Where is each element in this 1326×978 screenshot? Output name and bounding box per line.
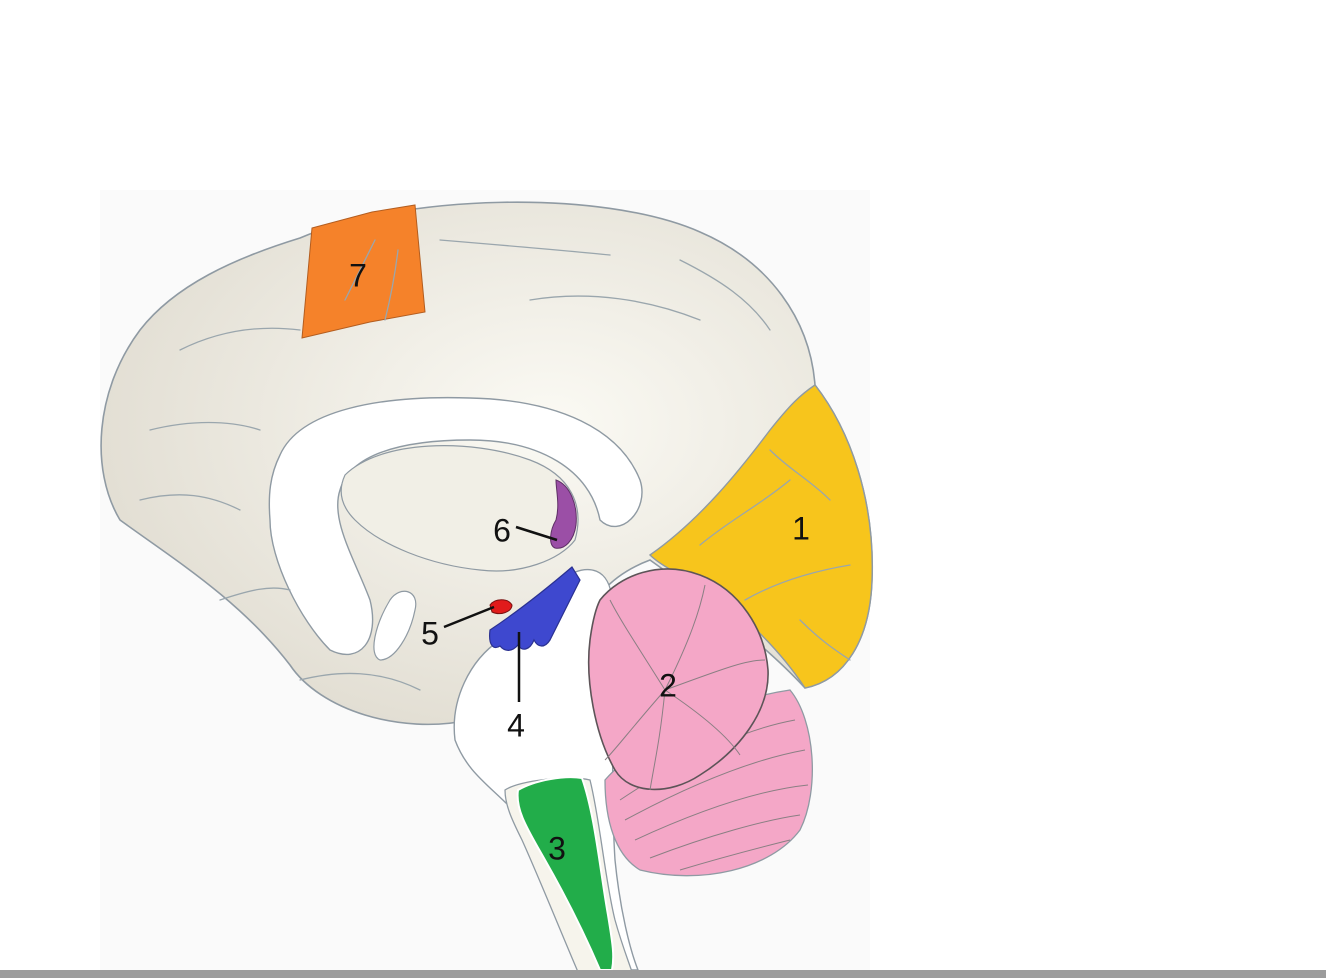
region-1-sulci [699, 449, 851, 661]
label-region-1: 1 [792, 510, 810, 546]
label-region-4: 4 [507, 707, 525, 743]
label-region-7: 7 [349, 257, 367, 293]
bottom-scroll-bar [0, 970, 1326, 978]
region-7-orange-strip [301, 204, 426, 339]
region-4-blue-structure [489, 566, 581, 651]
label-region-2: 2 [659, 667, 677, 703]
label-region-6: 6 [493, 512, 511, 548]
leader-lines [443, 525, 558, 702]
region-7-sulci [344, 239, 399, 321]
leader-line-5 [443, 605, 495, 629]
region-6-purple-structure [550, 479, 577, 549]
cortex-sulci [139, 239, 771, 691]
fornix-loop [373, 590, 417, 661]
thalamus [340, 445, 579, 572]
region-2-arbor-lines [604, 584, 766, 791]
label-region-3: 3 [548, 830, 566, 866]
corpus-callosum-cavity [268, 396, 643, 656]
label-region-5: 5 [421, 615, 439, 651]
leader-line-6 [515, 525, 558, 542]
region-2-cerebellum [587, 568, 769, 791]
region-5-red-structure [489, 599, 513, 615]
region-3-medulla [516, 776, 615, 971]
